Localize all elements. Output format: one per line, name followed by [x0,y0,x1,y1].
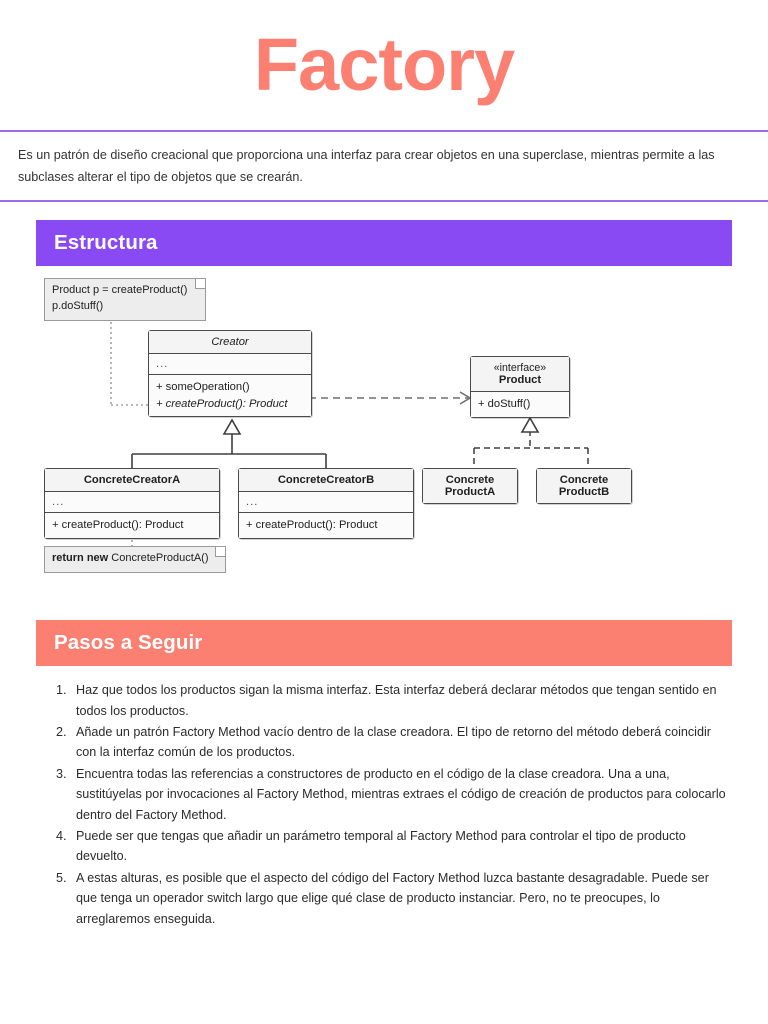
note-return: return new ConcreteProductA() [44,546,226,573]
description-text: Es un patrón de diseño creacional que pr… [18,148,715,184]
uml-class-concretecreatorb-operation: + createProduct(): Product [239,512,413,538]
list-item: Haz que todos los productos sigan la mis… [70,680,732,721]
uml-operation-someoperation: + someOperation() [156,381,250,394]
section-header-estructura: Estructura [36,220,732,267]
uml-operation-dostuff: + doStuff() [471,391,569,417]
list-item: A estas alturas, es posible que el aspec… [70,868,732,929]
uml-class-concretecreatora-attributes: ... [45,491,219,513]
uml-class-concretecreatorb-name: ConcreteCreatorB [239,469,413,492]
page-title: Factory [253,23,515,106]
uml-class-creator: Creator ... + someOperation() + createPr… [148,330,312,417]
uml-class-concretecreatora: ConcreteCreatorA ... + createProduct(): … [44,468,220,539]
note-usage: Product p = createProduct() p.doStuff() [44,278,206,321]
divider-top [0,130,768,132]
uml-class-concretecreatora-name: ConcreteCreatorA [45,469,219,492]
uml-class-concretecreatorb-attributes: ... [239,491,413,513]
note-usage-line1: Product p = createProduct() [52,284,188,297]
list-item: Encuentra todas las referencias a constr… [70,764,732,825]
note-fold-corner-icon [195,279,205,290]
uml-class-concreteproductb-line1: Concrete [559,474,609,487]
uml-stereotype-interface: «interface» [493,362,547,375]
title-banner: Factory [0,0,768,102]
uml-class-creator-name: Creator [149,331,311,354]
uml-interface-product-name: «interface» Product [471,357,569,392]
note-return-rest: ConcreteProductA() [108,552,209,565]
structure-section: Estructura [0,220,768,602]
uml-class-creator-operations: + someOperation() + createProduct(): Pro… [149,374,311,416]
uml-class-creator-attributes: ... [149,353,311,375]
uml-interface-product: «interface» Product + doStuff() [470,356,570,418]
description-block: Es un patrón de diseño creacional que pr… [0,132,768,200]
uml-class-concreteproducta-line2: ProductA [444,486,496,499]
uml-class-concretecreatorb: ConcreteCreatorB ... + createProduct(): … [238,468,414,539]
steps-list: Haz que todos los productos sigan la mis… [36,680,732,929]
uml-class-concreteproducta-name: Concrete ProductA [423,469,517,504]
uml-class-concreteproductb-line2: ProductB [558,486,610,499]
uml-diagram: Product p = createProduct() p.doStuff() … [36,272,732,602]
uml-class-concreteproductb-name: Concrete ProductB [537,469,631,504]
uml-class-concretecreatora-operation: + createProduct(): Product [45,512,219,538]
divider-bottom [0,200,768,203]
section-header-pasos: Pasos a Seguir [36,620,732,667]
uml-class-concreteproducta-line1: Concrete [445,474,495,487]
note-fold-corner-icon [215,547,225,558]
note-usage-line2: p.doStuff() [52,299,104,312]
list-item: Puede ser que tengas que añadir un parám… [70,826,732,867]
uml-interface-product-title: Product [498,374,542,387]
steps-section: Pasos a Seguir Haz que todos los product… [0,620,768,929]
note-return-keyword: return new [52,552,109,565]
uml-class-concreteproducta: Concrete ProductA [422,468,518,505]
list-item: Añade un patrón Factory Method vacío den… [70,722,732,763]
uml-connectors [110,322,589,549]
section-header-estructura-label: Estructura [54,231,158,255]
section-header-pasos-label: Pasos a Seguir [54,631,203,655]
uml-class-concreteproductb: Concrete ProductB [536,468,632,505]
uml-operation-createproduct: + createProduct(): Product [156,397,288,410]
